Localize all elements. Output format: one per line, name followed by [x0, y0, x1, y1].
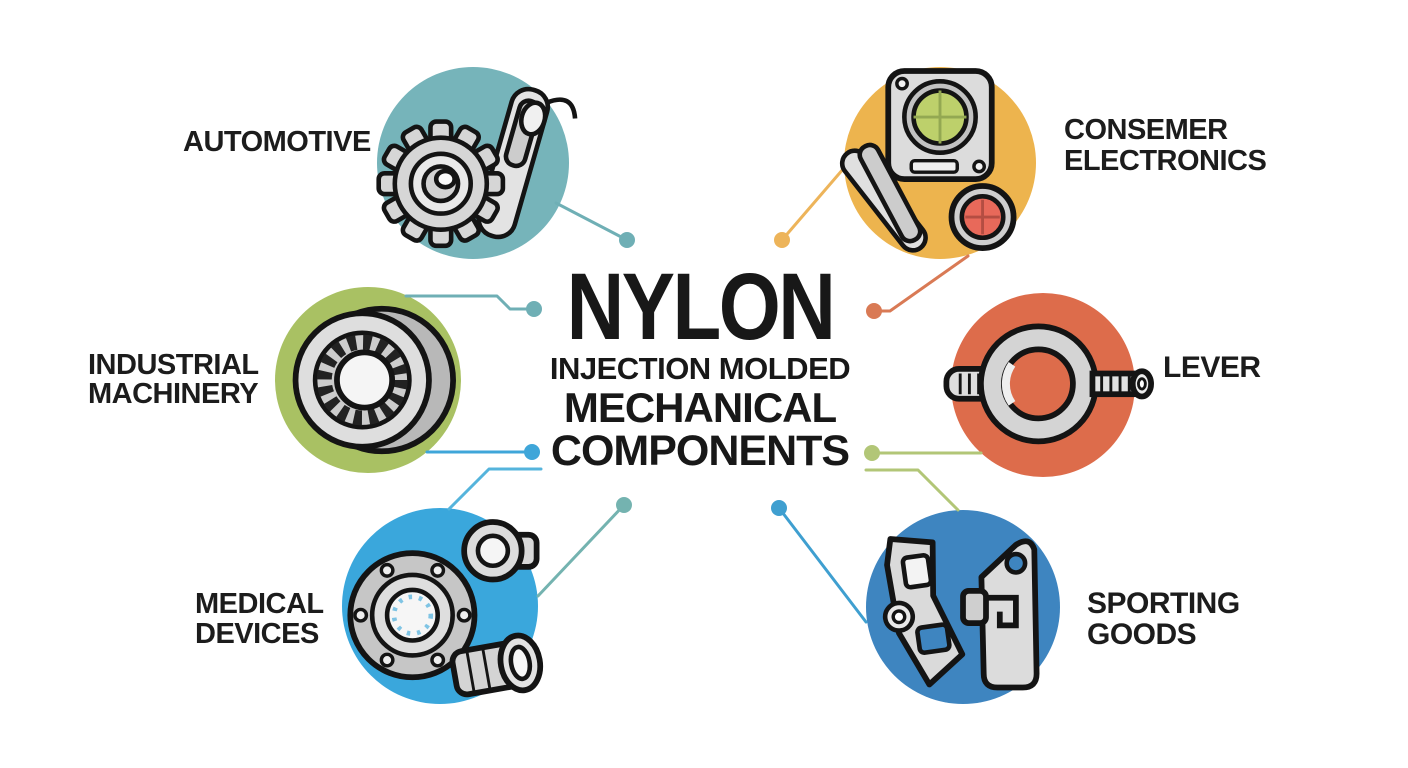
connector-sporting-left — [777, 506, 868, 624]
clamp-with-threaded-bolt-icon — [943, 323, 1154, 445]
roller-bearing-icon — [292, 305, 456, 455]
page-title: NYLON INJECTION MOLDED MECHANICAL COMPON… — [490, 254, 910, 475]
connector-industrial-upper — [404, 294, 536, 311]
label-line: LEVER — [1163, 351, 1261, 384]
hood-latch-icon — [476, 86, 578, 240]
sporting-goods-label: SPORTING GOODS — [1087, 588, 1240, 650]
camera-module-icon — [885, 68, 995, 182]
cam-buckle-icon — [882, 536, 966, 688]
connector-dot — [866, 303, 882, 319]
pump-housing-icon — [347, 550, 478, 681]
cylinder-fitting-icon — [449, 632, 544, 698]
pump-housing-and-fittings-icon — [347, 519, 544, 698]
connector-dot — [526, 301, 542, 317]
title-line-nylon: NYLON — [566, 254, 836, 360]
title-line-injection-molded: INJECTION MOLDED — [549, 351, 851, 386]
connector-consumer-left — [780, 166, 846, 242]
camera-module-and-button-icon — [839, 68, 1017, 253]
title-line-mechanical: MECHANICAL — [563, 384, 837, 431]
bushing-icon — [461, 519, 540, 583]
threaded-bolt-icon — [1089, 368, 1154, 400]
connector-dot — [616, 497, 632, 513]
connector-dot — [864, 445, 880, 461]
medical-devices-label: MEDICAL DEVICES — [195, 588, 324, 650]
gear-and-latch-icon — [376, 86, 578, 249]
metal-clip-icon — [839, 142, 928, 253]
title-line-components: COMPONENTS — [550, 427, 850, 475]
automotive-label: AUTOMOTIVE — [183, 127, 371, 158]
connector-medical-right — [536, 503, 626, 598]
label-line: MACHINERY — [88, 378, 259, 410]
connector-dot — [524, 444, 540, 460]
label-line: DEVICES — [195, 618, 319, 650]
label-line: AUTOMOTIVE — [183, 126, 371, 158]
consumer-electronics-label: CONSEMER ELECTRONICS — [1064, 114, 1267, 177]
connector-dot — [774, 232, 790, 248]
connector-dot — [771, 500, 787, 516]
label-line: ELECTRONICS — [1064, 145, 1267, 177]
connector-dot — [619, 232, 635, 248]
connector-automotive — [554, 201, 629, 242]
label-line: CONSEMER — [1064, 114, 1228, 146]
clamp-collar-icon — [943, 323, 1099, 445]
label-line: INDUSTRIAL — [88, 349, 259, 381]
connector-sporting-upper — [864, 468, 960, 512]
label-line: MEDICAL — [195, 588, 324, 620]
gear-icon — [376, 119, 506, 249]
connector-medical-upper — [447, 467, 543, 511]
label-line: SPORTING — [1087, 587, 1240, 620]
buckle-clips-icon — [882, 536, 1040, 691]
push-button-icon — [948, 183, 1017, 251]
snap-clip-icon — [960, 538, 1040, 691]
label-line: GOODS — [1087, 618, 1197, 651]
industrial-machinery-label: INDUSTRIAL MACHINERY — [88, 351, 259, 409]
lever-label: LEVER — [1163, 352, 1261, 383]
